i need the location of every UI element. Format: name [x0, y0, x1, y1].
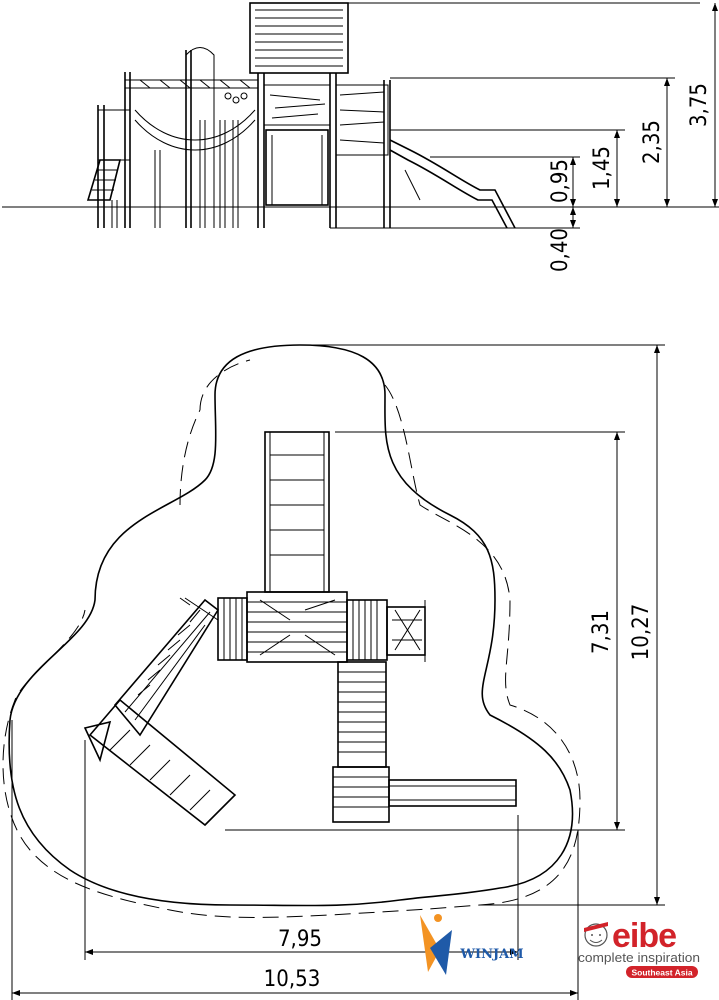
height-label-1-45: 1,45 [590, 146, 615, 190]
region-badge-text: Southeast Asia [631, 968, 692, 978]
height-label-0-40: 0,40 [548, 228, 573, 272]
plan-depth-label-10-27: 10,27 [629, 604, 654, 661]
winjam-logo-text: WINJAM [459, 947, 523, 962]
free-space-outline [2, 359, 581, 918]
height-label-3-75: 3,75 [687, 83, 712, 127]
safety-zone-outline [8, 344, 574, 907]
region-badge-bg [626, 966, 698, 978]
plan-depth-label-7-31: 7,31 [589, 610, 614, 654]
winjam-logo: WINJAM [420, 914, 524, 975]
eibe-wordmark: eibe [612, 917, 676, 955]
plan-width-label-10-53: 10,53 [264, 967, 321, 992]
height-label-0-95: 0,95 [548, 159, 573, 203]
height-label-2-35: 2,35 [640, 120, 665, 164]
plan-width-label-7-95: 7,95 [278, 927, 322, 952]
eibe-logo: eibe complete inspiration Southeast Asia [578, 917, 700, 978]
plan-view: 7,31 10,27 7,95 10,53 [2, 344, 665, 1000]
smiley-face-icon [584, 922, 608, 947]
side-elevation-view: 3,75 2,35 1,45 0,95 0,40 [2, 2, 719, 272]
eibe-tagline: complete inspiration [578, 951, 700, 965]
